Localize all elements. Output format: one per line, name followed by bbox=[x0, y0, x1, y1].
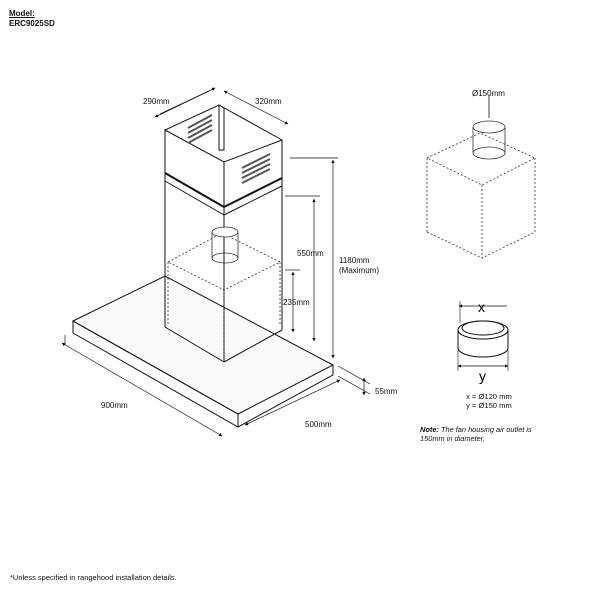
dim-lower-span: 235mm bbox=[283, 298, 310, 307]
note-text: The fan housing air outlet is 150mm in d… bbox=[420, 425, 532, 443]
detail-outlet-diameter: Ø150mm bbox=[472, 89, 505, 98]
dim-total-height: 1180mm bbox=[339, 256, 370, 265]
dim-width: 900mm bbox=[101, 401, 128, 410]
spigot-y-label: y bbox=[479, 368, 486, 384]
model-label: Model: bbox=[9, 9, 35, 18]
dim-chimney-front: 320mm bbox=[255, 97, 282, 106]
upper-chimney bbox=[164, 104, 283, 216]
spigot-x-label: x bbox=[478, 299, 485, 315]
spec-y: y = Ø150 mm bbox=[466, 401, 512, 410]
dim-depth: 500mm bbox=[305, 420, 332, 429]
vent-slots-right bbox=[241, 153, 271, 184]
fan-housing-detail bbox=[426, 96, 536, 259]
dimension-lines bbox=[61, 87, 371, 437]
fan-housing bbox=[167, 226, 281, 355]
footer-note: *Unless specified in rangehood installat… bbox=[10, 573, 177, 582]
dim-total-height-note: (Maximum) bbox=[339, 266, 379, 275]
spec-x: x = Ø120 mm bbox=[466, 392, 512, 401]
note-prefix: Note: bbox=[420, 425, 439, 434]
model-number: ERC9025SD bbox=[9, 19, 55, 28]
dim-upper-span: 550mm bbox=[297, 249, 324, 258]
spigot-specs: x = Ø120 mm y = Ø150 mm bbox=[466, 392, 512, 410]
dim-canopy-height: 55mm bbox=[375, 387, 398, 396]
spigot-detail bbox=[457, 301, 509, 371]
model-header: Model: ERC9025SD bbox=[9, 9, 55, 29]
outlet-note: Note: The fan housing air outlet is 150m… bbox=[420, 425, 550, 443]
dim-chimney-side: 290mm bbox=[143, 97, 170, 106]
